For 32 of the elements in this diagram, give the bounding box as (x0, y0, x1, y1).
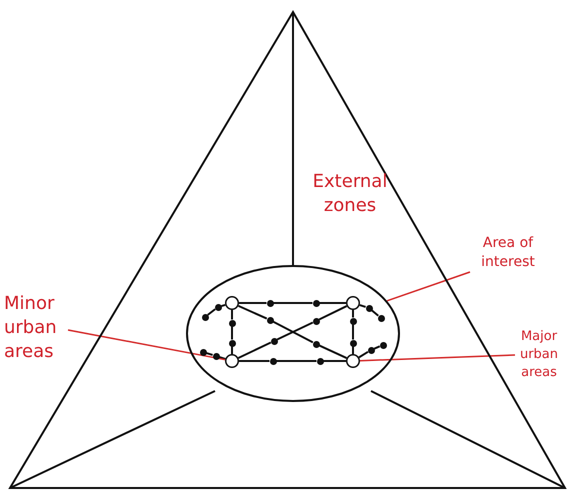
network-link (352, 346, 354, 354)
network-link (207, 308, 216, 316)
leader-line (360, 354, 516, 362)
network-link (276, 360, 316, 362)
network-link (352, 310, 354, 318)
network-link (206, 352, 213, 356)
network-link (231, 346, 233, 354)
network-link (276, 322, 314, 340)
network-link (374, 345, 380, 350)
zone-label: Area of interest (480, 234, 536, 272)
network-link (318, 344, 348, 359)
network-link (324, 360, 346, 362)
network-link (320, 302, 346, 304)
leader-line (68, 329, 226, 360)
zone-label: Minor urban areas (4, 292, 58, 364)
network-link (352, 324, 354, 340)
network-link (272, 320, 314, 344)
network-link (238, 304, 268, 320)
network-link (358, 350, 369, 358)
network-link (231, 310, 233, 320)
network-link (221, 304, 226, 307)
zone-label: External zones (312, 170, 388, 218)
network-link (371, 309, 379, 317)
leader-line (386, 271, 470, 302)
network-link (231, 326, 233, 340)
zone-label: Major urban areas (518, 328, 560, 382)
network-link (238, 342, 272, 359)
network-link (239, 302, 266, 304)
network-link (239, 360, 270, 362)
network-link (274, 302, 312, 304)
network-link (318, 305, 348, 320)
network-link (359, 304, 366, 308)
